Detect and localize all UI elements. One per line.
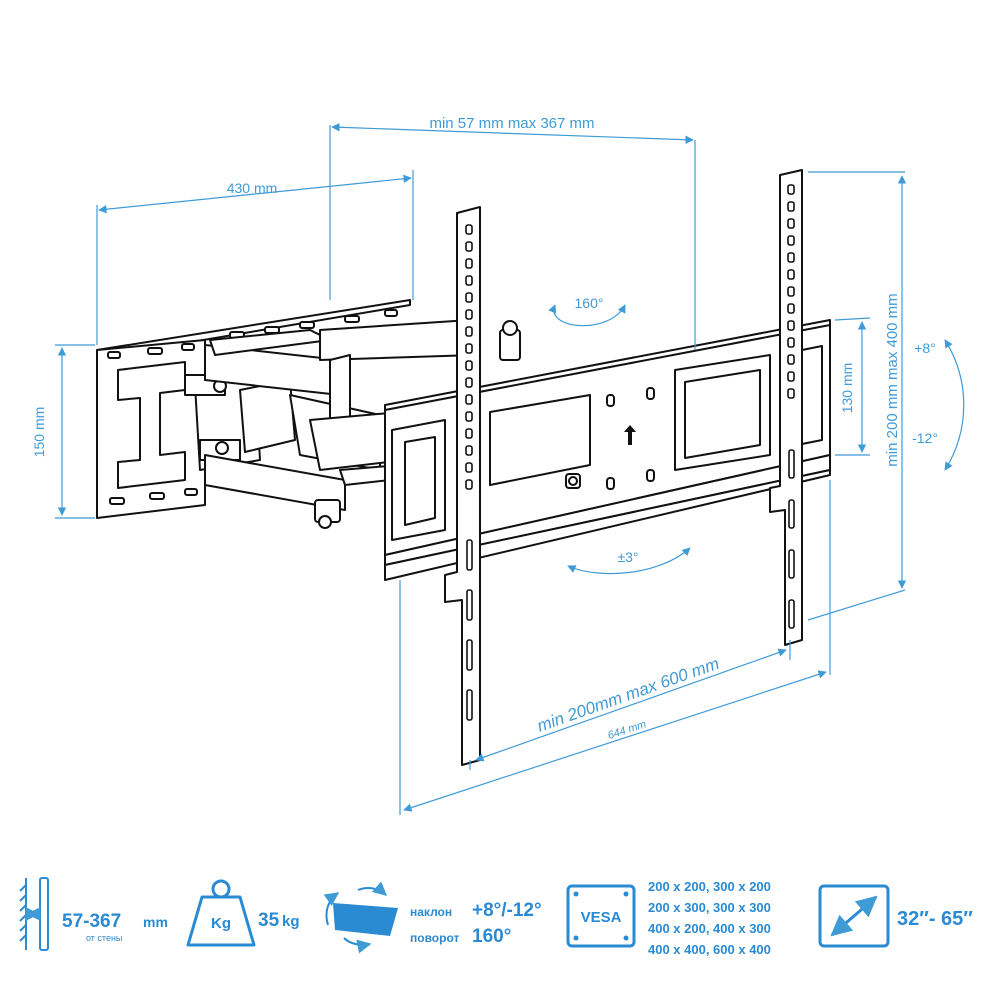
vesa-center-plate xyxy=(606,387,655,490)
screen-diagonal-icon xyxy=(818,884,890,948)
depth-value: 57-367 xyxy=(62,911,121,932)
swivel-label: поворот xyxy=(410,931,459,945)
left-vertical-bracket xyxy=(444,206,481,766)
weight-icon-label: Kg xyxy=(211,915,231,932)
right-vertical-bracket xyxy=(769,169,803,646)
wall-mount-drawing xyxy=(96,169,831,766)
dimension-lines xyxy=(55,123,965,815)
weight-unit: kg xyxy=(282,913,300,930)
wall-depth-icon xyxy=(19,877,49,951)
label-rail-height: 130 mm xyxy=(839,363,855,414)
label-overall-width: 644 mm xyxy=(606,718,648,742)
horizontal-rail xyxy=(384,319,831,581)
label-level-adjust: ±3° xyxy=(617,549,638,565)
screen-size-value: 32″- 65″ xyxy=(897,908,973,930)
spec-bar: 57-367 mm от стены Kg 35 kg наклон +8°/-… xyxy=(19,877,973,957)
tilt-value: +8°/-12° xyxy=(472,900,542,921)
label-tilt-up: +8° xyxy=(914,340,936,356)
depth-caption: от стены xyxy=(86,933,122,943)
vesa-icon: VESA xyxy=(566,884,636,948)
weight-icon: Kg xyxy=(186,879,256,947)
vesa-row: 200 x 200, 300 x 200 xyxy=(648,879,771,894)
label-tilt-down: -12° xyxy=(912,430,938,446)
tilt-label: наклон xyxy=(410,905,452,919)
weight-spec: Kg 35 kg xyxy=(186,879,300,947)
label-wall-plate-height: 150 mm xyxy=(31,407,47,458)
vesa-row: 200 x 300, 300 x 300 xyxy=(648,900,771,915)
swivel-value: 160° xyxy=(472,926,511,947)
label-swivel: 160° xyxy=(575,295,604,311)
depth-unit: mm xyxy=(143,914,168,930)
label-top-depth: min 57 mm max 367 mm xyxy=(429,115,594,132)
label-arm-length: 430 mm xyxy=(227,180,278,196)
depth-spec: 57-367 mm от стены xyxy=(19,877,168,951)
tilt-swivel-spec: наклон +8°/-12° поворот 160° xyxy=(323,881,542,954)
vesa-row: 400 x 400, 600 x 400 xyxy=(648,942,771,957)
screen-size-spec: 32″- 65″ xyxy=(818,884,973,948)
wall-plate xyxy=(96,299,411,519)
vesa-row: 400 x 200, 400 x 300 xyxy=(648,921,771,936)
label-vertical-vesa: min 200 mm max 400 mm xyxy=(884,293,901,466)
vesa-icon-label: VESA xyxy=(581,909,622,926)
weight-value: 35 xyxy=(258,910,280,931)
vesa-spec: VESA 200 x 200, 300 x 200 200 x 300, 300… xyxy=(566,879,771,957)
wall-hinge xyxy=(184,374,296,471)
tilt-swivel-icon xyxy=(323,881,398,954)
